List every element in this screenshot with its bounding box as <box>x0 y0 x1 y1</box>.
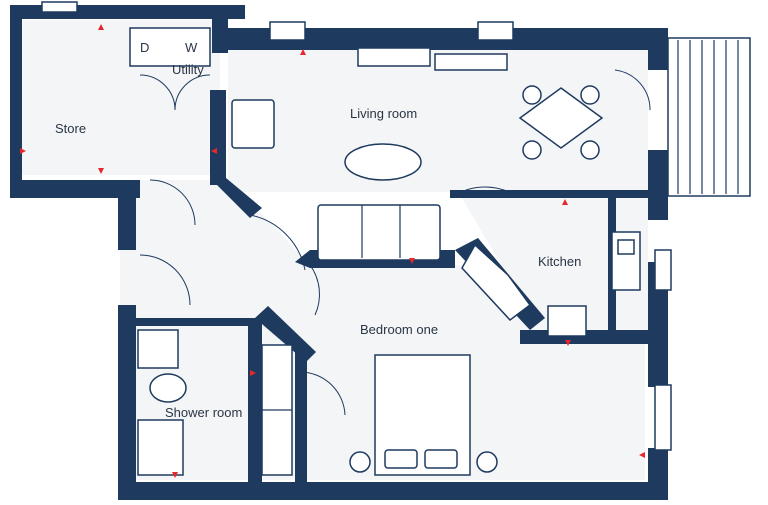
room-label-store: Store <box>55 121 86 136</box>
windows <box>41 1 672 451</box>
utility-appliances: D W <box>129 27 211 67</box>
markers <box>20 24 645 478</box>
dining-set <box>518 85 604 160</box>
room-label-living: Living room <box>350 106 417 121</box>
door-swings <box>139 69 651 416</box>
shower-fixtures <box>137 329 187 476</box>
room-label-utility: Utility <box>172 62 204 77</box>
wardrobe <box>261 344 293 476</box>
room-label-shower: Shower room <box>165 405 242 420</box>
washer-label: W <box>185 40 198 55</box>
room-label-bedroom: Bedroom one <box>360 322 438 337</box>
kitchen-units <box>461 231 641 337</box>
room-label-kitchen: Kitchen <box>538 254 581 269</box>
room-labels: Store Utility Living room Kitchen Bedroo… <box>55 62 581 420</box>
bedroom-furniture <box>349 354 498 476</box>
dishwasher-label: D <box>140 40 149 55</box>
living-furniture <box>231 47 604 261</box>
balcony <box>667 37 751 197</box>
